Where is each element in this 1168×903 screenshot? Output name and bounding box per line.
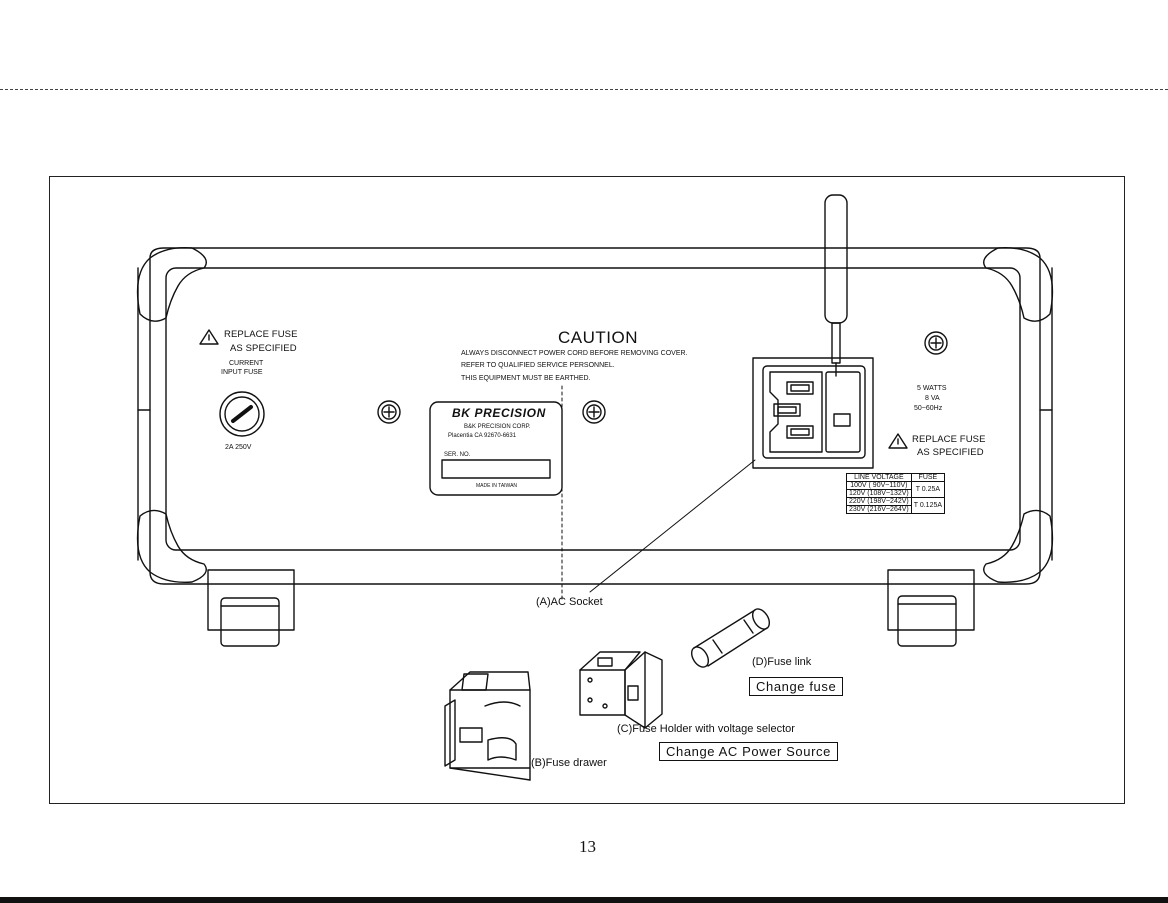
callout-fuse-drawer: (B)Fuse drawer bbox=[531, 757, 607, 769]
change-ac-source-box: Change AC Power Source bbox=[659, 742, 838, 761]
table-header-fuse: FUSE bbox=[910, 473, 946, 482]
page-number: 13 bbox=[579, 837, 596, 856]
frequency-label: 50~60Hz bbox=[914, 405, 943, 412]
fuse-rating-table: LINE VOLTAGE FUSE 100V ( 90V~110V) T 0.2… bbox=[846, 473, 946, 514]
brand-logo: BK PRECISION bbox=[452, 406, 546, 420]
warning-triangle-icon-right bbox=[888, 433, 908, 449]
made-in-label: MADE IN TAIWAN bbox=[476, 483, 518, 489]
nameplate-company: B&K PRECISION CORP. bbox=[464, 424, 531, 430]
fuse-holder-drawing bbox=[579, 651, 663, 729]
va-label: 8 VA bbox=[925, 395, 940, 402]
screw-icon-left bbox=[377, 400, 401, 424]
table-cell-voltage: 230V (216V~264V) bbox=[846, 505, 912, 514]
ac-inlet bbox=[752, 357, 874, 469]
current-label: CURRENT bbox=[229, 360, 264, 367]
screw-icon-middle bbox=[582, 400, 606, 424]
caution-line2: REFER TO QUALIFIED SERVICE PERSONNEL. bbox=[461, 362, 615, 369]
callout-fuse-holder: (C)Fuse Holder with voltage selector bbox=[617, 723, 795, 735]
callout-fuse-link: (D)Fuse link bbox=[752, 656, 812, 668]
leader-line-ac-socket bbox=[589, 459, 756, 593]
caution-line3: THIS EQUIPMENT MUST BE EARTHED. bbox=[461, 375, 591, 382]
screw-icon-right bbox=[924, 331, 948, 355]
table-header-voltage: LINE VOLTAGE bbox=[846, 473, 912, 482]
caution-title: CAUTION bbox=[558, 328, 638, 347]
table-row: 230V (216V~264V) bbox=[846, 505, 945, 514]
left-warning-line1: REPLACE FUSE bbox=[224, 329, 298, 340]
right-warning-line1: REPLACE FUSE bbox=[912, 434, 986, 445]
bottom-rule bbox=[0, 897, 1168, 903]
table-row: 220V (198V~242V) T 0.125A bbox=[846, 497, 946, 514]
input-fuse-cap-icon bbox=[219, 391, 265, 437]
input-fuse-label: INPUT FUSE bbox=[221, 369, 263, 376]
top-rule bbox=[0, 89, 1168, 90]
inner-panel bbox=[165, 267, 1021, 551]
table-cell-voltage: 100V ( 90V~110V) bbox=[846, 481, 912, 490]
corner-bumpers bbox=[136, 247, 1054, 583]
table-cell-voltage: 120V (108V~132V) bbox=[846, 489, 912, 498]
fuse-link-drawing bbox=[690, 608, 771, 668]
callout-ac-socket: (A)AC Socket bbox=[536, 596, 603, 608]
figure-frame bbox=[49, 176, 1125, 804]
caution-line1: ALWAYS DISCONNECT POWER CORD BEFORE REMO… bbox=[461, 350, 688, 357]
fuse-rating-label: 2A 250V bbox=[225, 444, 252, 451]
right-warning-line2: AS SPECIFIED bbox=[917, 447, 984, 458]
screwdriver-icon bbox=[824, 194, 848, 377]
fuse-drawer-drawing bbox=[444, 671, 531, 781]
table-cell-fuse: T 0.125A bbox=[910, 497, 946, 514]
left-warning-line2: AS SPECIFIED bbox=[230, 343, 297, 354]
table-cell-fuse: T 0.25A bbox=[910, 481, 946, 498]
left-foot bbox=[207, 569, 295, 647]
table-row: 100V ( 90V~110V) T 0.25A bbox=[846, 481, 946, 498]
warning-triangle-icon-left bbox=[199, 329, 219, 345]
serial-number-label: SER. NO. bbox=[444, 452, 471, 458]
change-fuse-box: Change fuse bbox=[749, 677, 844, 696]
table-cell-voltage: 220V (198V~242V) bbox=[846, 497, 912, 506]
right-foot bbox=[887, 569, 975, 647]
housing bbox=[137, 247, 1053, 585]
nameplate-address: Placentia CA 92670-6631 bbox=[448, 433, 517, 439]
watts-label: 5 WATTS bbox=[917, 385, 947, 392]
